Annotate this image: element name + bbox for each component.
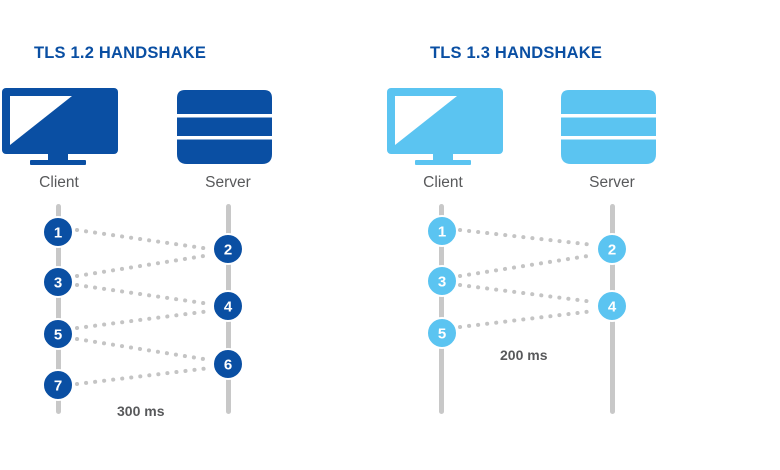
step-number: 5 xyxy=(54,327,62,344)
step-marker: 5 xyxy=(426,317,458,349)
message-lines xyxy=(458,228,596,329)
step-marker: 6 xyxy=(212,348,244,380)
step-number: 2 xyxy=(608,242,616,259)
panel-title-tls13: TLS 1.3 HANDSHAKE xyxy=(430,44,603,62)
monitor-icon xyxy=(387,88,503,165)
server-stack-icon xyxy=(561,90,656,164)
client-label: Client xyxy=(423,174,463,191)
step-marker: 3 xyxy=(426,265,458,297)
client-timeline xyxy=(56,204,61,414)
round-trip-time-tls13: 200 ms xyxy=(500,347,548,363)
step-number: 2 xyxy=(224,242,232,259)
step-marker: 4 xyxy=(596,290,628,322)
client-timeline xyxy=(439,204,444,414)
step-number: 1 xyxy=(438,224,446,241)
step-markers-tls13: 1 2 3 4 5 xyxy=(426,215,628,349)
step-circle xyxy=(212,290,244,322)
step-circle xyxy=(42,369,74,401)
step-circle xyxy=(212,233,244,265)
step-marker: 4 xyxy=(212,290,244,322)
step-circle xyxy=(426,317,458,349)
panel-title-tls12: TLS 1.2 HANDSHAKE xyxy=(34,44,207,62)
step-markers-tls12: 1 2 3 4 5 6 7 xyxy=(42,216,244,401)
server-label: Server xyxy=(205,174,251,191)
step-circle xyxy=(426,215,458,247)
step-number: 4 xyxy=(608,299,617,316)
step-number: 5 xyxy=(438,326,446,343)
round-trip-time-tls12: 300 ms xyxy=(117,403,165,419)
server-label: Server xyxy=(589,174,635,191)
step-marker: 2 xyxy=(596,233,628,265)
step-number: 3 xyxy=(438,274,446,291)
message-lines xyxy=(75,228,212,386)
step-marker: 2 xyxy=(212,233,244,265)
step-number: 1 xyxy=(54,225,62,242)
step-number: 7 xyxy=(54,378,62,395)
step-marker: 5 xyxy=(42,318,74,350)
step-circle xyxy=(596,290,628,322)
step-marker: 1 xyxy=(426,215,458,247)
server-stack-icon xyxy=(177,90,272,164)
step-number: 6 xyxy=(224,357,232,374)
step-marker: 3 xyxy=(42,266,74,298)
step-circle xyxy=(42,318,74,350)
step-circle xyxy=(426,265,458,297)
step-number: 4 xyxy=(224,299,233,316)
step-circle xyxy=(42,216,74,248)
step-circle xyxy=(212,348,244,380)
step-circle xyxy=(596,233,628,265)
step-marker: 7 xyxy=(42,369,74,401)
step-circle xyxy=(42,266,74,298)
client-label: Client xyxy=(39,174,79,191)
step-number: 3 xyxy=(54,275,62,292)
monitor-icon xyxy=(2,88,118,165)
step-marker: 1 xyxy=(42,216,74,248)
